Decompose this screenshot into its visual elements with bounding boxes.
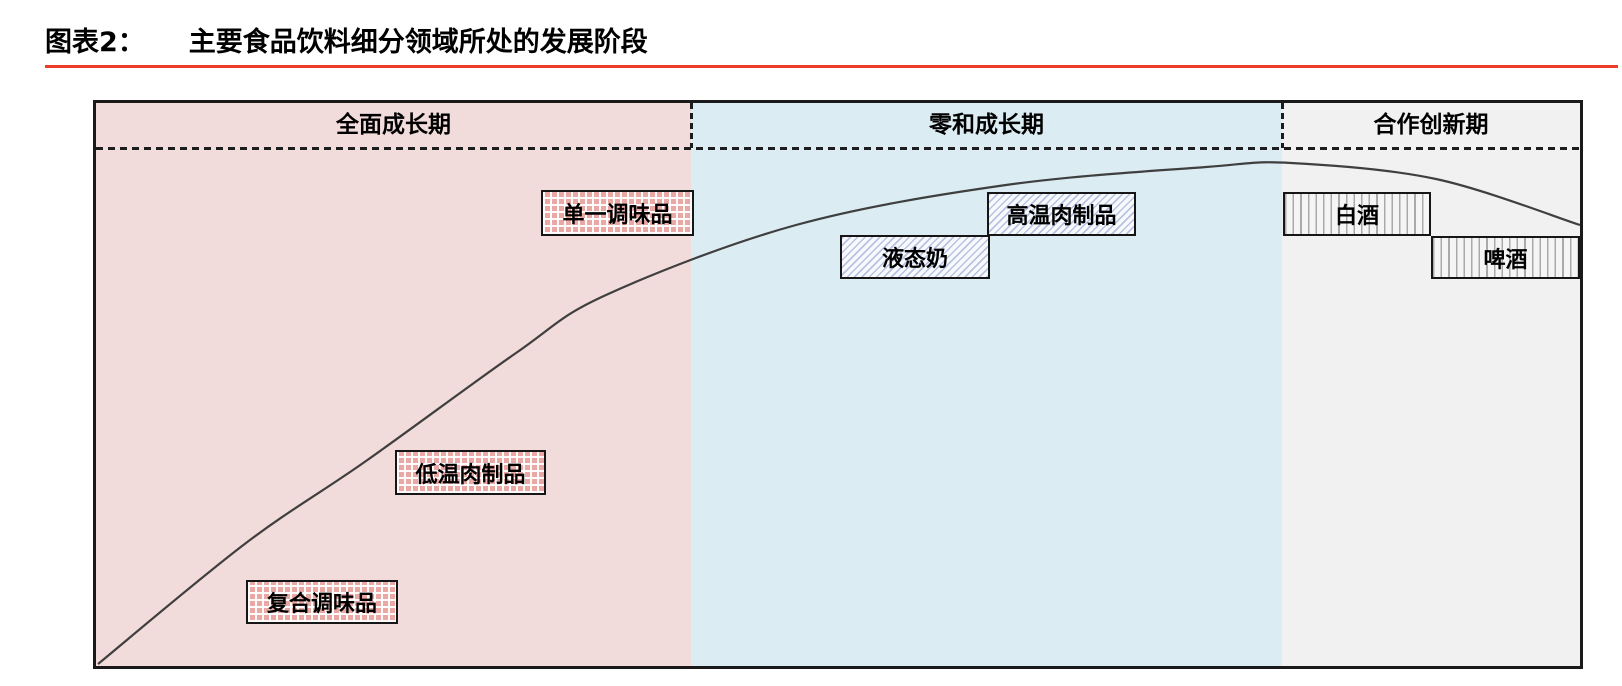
figure-title-text: 主要食品饮料细分领域所处的发展阶段	[188, 27, 648, 58]
label-text-beer: 啤酒	[1483, 247, 1528, 273]
label-box-baijiu: 白酒	[1283, 192, 1431, 236]
title-underline	[45, 65, 1618, 68]
header-dashed-line	[96, 147, 1580, 150]
figure-title: 图表2： 主要食品饮料细分领域所处的发展阶段	[45, 20, 1605, 59]
stage-header-1: 全面成长期	[336, 112, 451, 138]
label-text-low-temp-meat: 低温肉制品	[415, 462, 526, 488]
stage-header-3: 合作创新期	[1373, 112, 1489, 138]
label-box-compound-seasoning: 复合调味品	[246, 580, 398, 624]
development-stage-chart: 全面成长期 零和成长期 合作创新期复合调味品 低温肉制品 单一调味品液态奶 高温肉制品 白酒…	[93, 100, 1583, 669]
label-text-baijiu: 白酒	[1334, 204, 1379, 229]
label-box-low-temp-meat: 低温肉制品	[395, 450, 546, 495]
stage-band-2	[691, 103, 1282, 666]
label-box-beer: 啤酒	[1431, 236, 1580, 279]
label-box-high-temp-meat: 高温肉制品	[987, 192, 1136, 236]
label-text-single-seasoning: 单一调味品	[562, 203, 673, 228]
label-text-compound-seasoning: 复合调味品	[266, 592, 377, 617]
stage-header-2: 零和成长期	[929, 112, 1044, 138]
figure-number: 图表2：	[45, 27, 145, 58]
label-text-high-temp-meat: 高温肉制品	[1006, 204, 1117, 229]
label-box-single-seasoning: 单一调味品	[541, 190, 694, 236]
growth-curve-path	[97, 161, 1580, 665]
label-box-liquid-milk: 液态奶	[840, 235, 990, 279]
stage-separator-2	[1281, 103, 1284, 148]
growth-curve	[97, 161, 1580, 665]
label-text-liquid-milk: 液态奶	[881, 247, 948, 272]
stage-separator-1	[690, 103, 693, 148]
